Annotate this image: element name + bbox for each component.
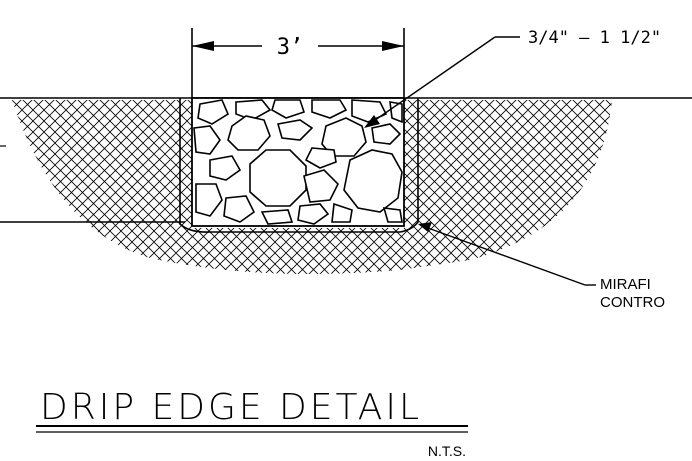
fabric-callout-line2: CONTRO xyxy=(600,294,665,311)
fabric-callout-line1: MIRAFI xyxy=(600,276,651,293)
soil-hatch xyxy=(12,100,612,274)
stone-size-callout: 3/4" – 1 1/2" xyxy=(528,28,661,48)
scale-note: N.T.S. xyxy=(428,443,466,459)
stone-size-leader xyxy=(364,36,520,128)
width-dimension xyxy=(191,28,405,98)
width-label: 3’ xyxy=(277,35,304,60)
fabric-leader xyxy=(418,222,596,286)
stone-fill xyxy=(193,99,403,225)
detail-title: DRIP EDGE DETAIL xyxy=(40,387,422,428)
